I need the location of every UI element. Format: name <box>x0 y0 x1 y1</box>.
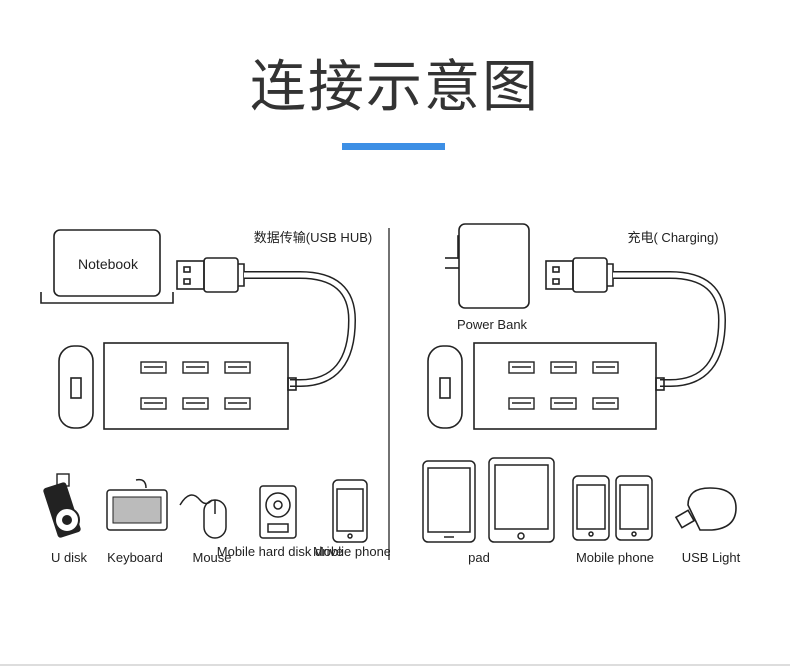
usb-light-icon <box>674 487 737 531</box>
phone-icon <box>572 475 610 541</box>
title-accent-bar <box>342 143 445 150</box>
device-label-phone-left: Moblie phone <box>313 544 391 559</box>
left-heading: 数据传输(USB HUB) <box>254 230 372 245</box>
power-bank-label: Power Bank <box>457 317 528 332</box>
device-label-pad: pad <box>468 550 490 565</box>
u-disk-icon <box>43 473 81 538</box>
device-label-u-disk: U disk <box>51 550 88 565</box>
device-label-phone-right: Mobile phone <box>576 550 654 565</box>
hub-ports <box>140 361 251 410</box>
tablet-icon <box>488 457 555 543</box>
usb-cable <box>244 271 357 387</box>
usb-hub-icon <box>427 342 665 430</box>
page-title: 连接示意图 <box>250 55 540 120</box>
device-label-mouse: Mouse <box>192 550 231 565</box>
right-heading: 充电( Charging) <box>627 230 718 245</box>
usb-plug-icon <box>176 257 245 293</box>
phone-icon <box>332 479 368 543</box>
usb-hub-icon <box>58 342 297 430</box>
usb-plug-icon <box>545 257 614 293</box>
notebook-label: Notebook <box>78 256 139 272</box>
hub-ports <box>508 361 619 410</box>
device-label-keyboard: Keyboard <box>107 550 163 565</box>
tablet-icon <box>422 460 476 543</box>
power-bank-icon <box>445 223 530 309</box>
bottom-border <box>0 664 790 666</box>
notebook-icon <box>40 229 174 304</box>
device-label-hard-drive: Mobile hard disk drive <box>217 544 343 559</box>
mouse-icon <box>179 494 227 539</box>
usb-cable <box>613 271 727 387</box>
device-label-usb-light: USB Light <box>682 550 741 565</box>
keyboard-icon <box>106 478 168 531</box>
phone-icon <box>615 475 653 541</box>
hard-drive-icon <box>259 485 297 539</box>
